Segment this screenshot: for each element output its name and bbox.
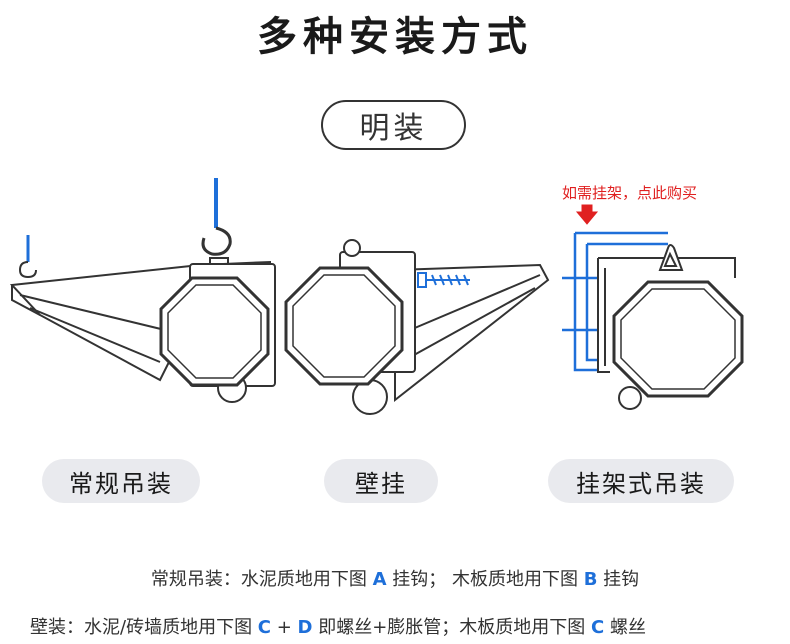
label-a: A <box>372 569 387 590</box>
note-ceiling-suffix: 挂钩 <box>597 569 640 590</box>
installation-illustrations <box>9 178 744 415</box>
hanging-illustration <box>9 178 276 403</box>
note-wall-suffix: 螺丝 <box>604 617 646 638</box>
method-bracket-hang: 挂架式吊装 <box>548 459 734 503</box>
page-title: 多种安装方式 <box>257 14 533 60</box>
wall-mount-illustration <box>284 239 550 415</box>
method-ceiling-hang-label: 常规吊装 <box>69 469 173 498</box>
note-wall: 壁装：水泥/砖墙质地用下图 C + D 即螺丝+膨胀管；木板质地用下图 C 螺丝 <box>30 613 790 639</box>
label-c-2: C <box>591 617 605 638</box>
label-c: C <box>257 617 272 638</box>
note-wall-mid: 即螺丝+膨胀管；木板质地用下图 <box>312 617 592 638</box>
note-ceiling-mid: 挂钩； 木板质地用下图 <box>386 569 584 590</box>
label-d: D <box>297 617 313 638</box>
method-wall-mount: 壁挂 <box>324 459 438 503</box>
method-wall-mount-label: 壁挂 <box>355 469 407 498</box>
note-ceiling: 常规吊装：水泥质地用下图 A 挂钩； 木板质地用下图 B 挂钩 <box>0 565 790 591</box>
note-wall-plus: + <box>271 617 298 638</box>
label-b: B <box>583 569 598 590</box>
note-wall-prefix: 壁装：水泥/砖墙质地用下图 <box>30 617 258 638</box>
buy-bracket-link[interactable]: 如需挂架，点此购买 <box>562 184 698 202</box>
section-label: 明装 <box>321 100 466 150</box>
bracket-illustration <box>562 204 744 410</box>
method-ceiling-hang: 常规吊装 <box>42 459 200 503</box>
note-ceiling-prefix: 常规吊装：水泥质地用下图 <box>150 569 373 590</box>
method-bracket-hang-label: 挂架式吊装 <box>576 469 706 498</box>
